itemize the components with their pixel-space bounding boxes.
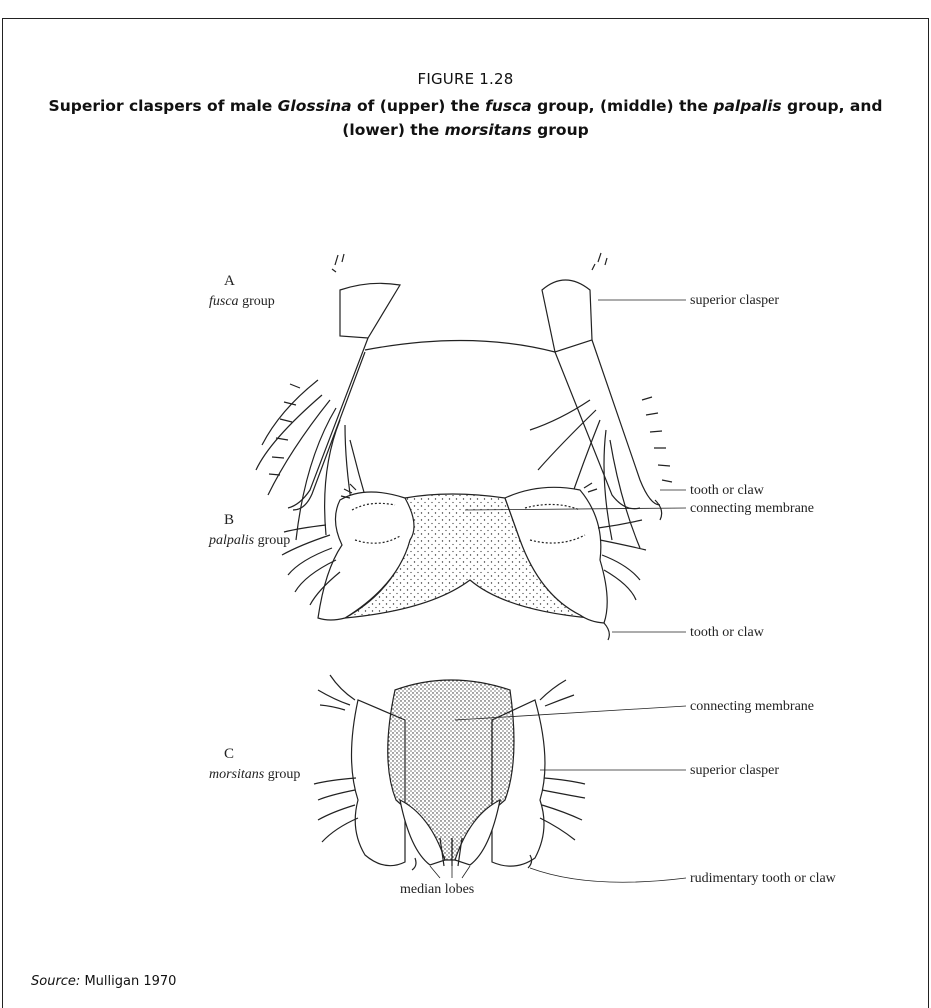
panel-b-group: group [254, 533, 290, 548]
panel-c-label: morsitans group [209, 767, 300, 782]
source-text: Mulligan 1970 [80, 974, 176, 989]
panel-a-callout-tooth: tooth or claw [690, 483, 765, 498]
panel-c-group: group [264, 767, 300, 782]
panel-a-group: group [239, 294, 275, 309]
panel-b-letter: B [224, 512, 234, 528]
panel-c-species: morsitans [209, 767, 265, 782]
figure-source: Source: Mulligan 1970 [31, 974, 176, 989]
panel-c-callout-superior-clasper: superior clasper [690, 763, 779, 778]
source-label: Source: [31, 974, 80, 989]
panel-a-label: fusca group [209, 294, 275, 309]
panel-b: B palpalis group connecting membrane too [208, 483, 814, 640]
panel-c-letter: C [224, 746, 234, 762]
panel-c-callout-membrane: connecting membrane [690, 699, 814, 714]
panel-a-callout-superior-clasper: superior clasper [690, 293, 779, 308]
panel-c-median-lobes-label: median lobes [400, 882, 474, 897]
panel-b-callout-membrane: connecting membrane [690, 501, 814, 516]
panel-a-species: fusca [209, 294, 239, 309]
panel-c-callout-rudimentary-tooth: rudimentary tooth or claw [690, 871, 837, 886]
panel-b-species: palpalis [208, 533, 255, 548]
panel-b-drawing [282, 483, 646, 640]
panel-b-label: palpalis group [208, 533, 290, 548]
panel-a-letter: A [224, 273, 235, 289]
panel-c: C morsitans group [209, 675, 837, 897]
panel-b-callout-tooth: tooth or claw [690, 625, 765, 640]
panel-c-drawing [314, 675, 585, 870]
